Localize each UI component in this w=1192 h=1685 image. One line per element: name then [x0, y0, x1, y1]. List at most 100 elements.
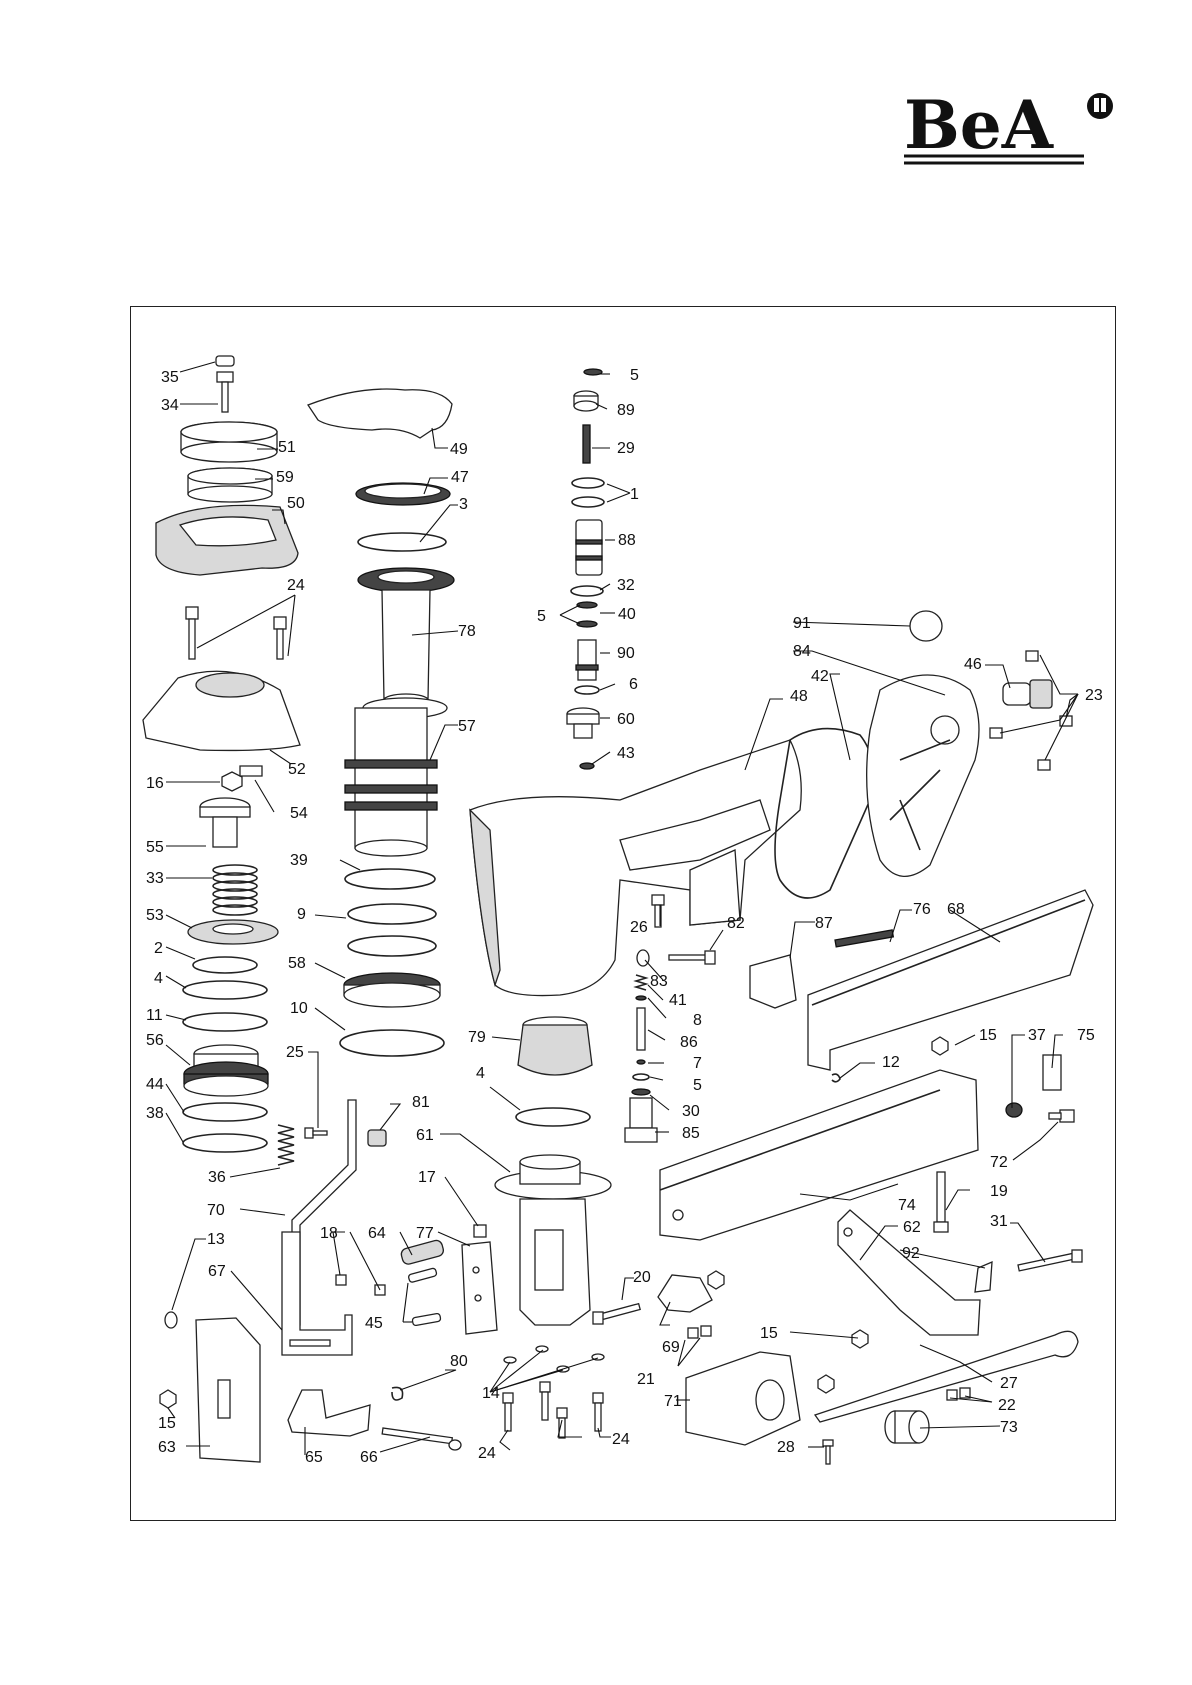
callout-40: 40 [618, 606, 636, 623]
callout-12: 12 [882, 1054, 900, 1071]
callout-5-lower: 5 [693, 1077, 702, 1094]
callout-82: 82 [727, 915, 745, 932]
callout-58: 58 [288, 955, 306, 972]
part-63-safety-plate [196, 1318, 260, 1462]
part-13-washer [165, 1312, 177, 1328]
part-69-bracket [658, 1275, 712, 1312]
callout-53: 53 [146, 907, 164, 924]
part-26-screw [652, 895, 664, 927]
callout-42: 42 [811, 668, 829, 685]
callout-39: 39 [290, 852, 308, 869]
callout-49: 49 [450, 441, 468, 458]
callout-15-left: 15 [158, 1415, 176, 1432]
part-38-oring [183, 1134, 267, 1152]
callout-13: 13 [207, 1231, 225, 1248]
part-50-exhaust-deflector [156, 505, 298, 575]
callout-38: 38 [146, 1105, 164, 1122]
callout-30: 30 [682, 1103, 700, 1120]
part-74-magazine [660, 1070, 978, 1240]
part-79-bumper [518, 1017, 592, 1075]
callout-61: 61 [416, 1127, 434, 1144]
callout-69: 69 [662, 1339, 680, 1356]
part-14-washers [504, 1346, 604, 1372]
callout-90: 90 [617, 645, 635, 662]
callout-86: 86 [680, 1034, 698, 1051]
part-32-oring [571, 586, 603, 596]
part-65-bracket [288, 1390, 370, 1436]
callout-2: 2 [154, 940, 163, 957]
part-4-oring-left [183, 981, 267, 999]
part-4-oring-center [516, 1108, 590, 1126]
callout-10: 10 [290, 1000, 308, 1017]
part-5-oring-top [584, 369, 602, 375]
part-15-nut-left [160, 1390, 176, 1408]
callout-18: 18 [320, 1225, 338, 1242]
part-89-plug [574, 391, 598, 411]
callout-34: 34 [161, 397, 179, 414]
part-3-oring [358, 533, 446, 551]
part-64-roller [400, 1239, 445, 1265]
part-90-valve-spool [576, 640, 598, 680]
callout-27: 27 [1000, 1375, 1018, 1392]
part-47-ring [356, 483, 450, 505]
callout-7: 7 [693, 1055, 702, 1072]
part-73-roller [885, 1411, 929, 1443]
part-86-stem [637, 1008, 645, 1050]
callout-77: 77 [416, 1225, 434, 1242]
part-55-valve-sleeve [200, 798, 250, 847]
callout-92: 92 [902, 1245, 920, 1262]
part-40-orings [577, 602, 597, 627]
part-53-valve-disc [188, 920, 278, 944]
callout-60: 60 [617, 711, 635, 728]
callout-5-top: 5 [630, 367, 639, 384]
callout-35: 35 [161, 369, 179, 386]
callout-47: 47 [451, 469, 469, 486]
part-10-oring [340, 1030, 444, 1056]
callout-15-mid: 15 [760, 1325, 778, 1342]
part-19-bolt [934, 1172, 948, 1232]
callout-4-center: 4 [476, 1065, 485, 1082]
part-48-housing [470, 740, 801, 996]
part-39-oring [345, 869, 435, 889]
callout-65: 65 [305, 1449, 323, 1466]
part-82-screw [669, 951, 715, 964]
callout-24-bottom-right: 24 [612, 1431, 630, 1448]
part-56-valve-body [184, 1045, 268, 1096]
callout-1: 1 [630, 486, 639, 503]
callout-84: 84 [793, 643, 811, 660]
callout-72: 72 [990, 1154, 1008, 1171]
callout-57: 57 [458, 718, 476, 735]
part-2-oring [193, 957, 257, 973]
callout-4-left: 4 [154, 970, 163, 987]
callout-22: 22 [998, 1397, 1016, 1414]
part-12-clip [832, 1074, 840, 1082]
callout-17: 17 [418, 1169, 436, 1186]
callout-59: 59 [276, 469, 294, 486]
part-33-spring [213, 865, 257, 915]
part-59-washer [188, 468, 272, 502]
part-15-nut-lower [818, 1330, 868, 1393]
part-75-sleeve [1043, 1055, 1061, 1090]
callout-68: 68 [947, 901, 965, 918]
callout-25: 25 [286, 1044, 304, 1061]
callout-50: 50 [287, 495, 305, 512]
part-31-bolt [1018, 1250, 1082, 1271]
callout-64: 64 [368, 1225, 386, 1242]
callout-88: 88 [618, 532, 636, 549]
callout-20: 20 [633, 1269, 651, 1286]
callout-43: 43 [617, 745, 635, 762]
part-44-oring [183, 1103, 267, 1121]
callout-73: 73 [1000, 1419, 1018, 1436]
callout-51: 51 [278, 439, 296, 456]
callout-33: 33 [146, 870, 164, 887]
part-57-cylinder [345, 698, 447, 856]
callout-36: 36 [208, 1169, 226, 1186]
callout-54: 54 [290, 805, 308, 822]
part-49-gasket [308, 389, 452, 438]
callout-8: 8 [693, 1012, 702, 1029]
part-52-cylinder-cap [143, 671, 300, 750]
callout-44: 44 [146, 1076, 164, 1093]
callout-41: 41 [669, 992, 687, 1009]
callout-31: 31 [990, 1213, 1008, 1230]
